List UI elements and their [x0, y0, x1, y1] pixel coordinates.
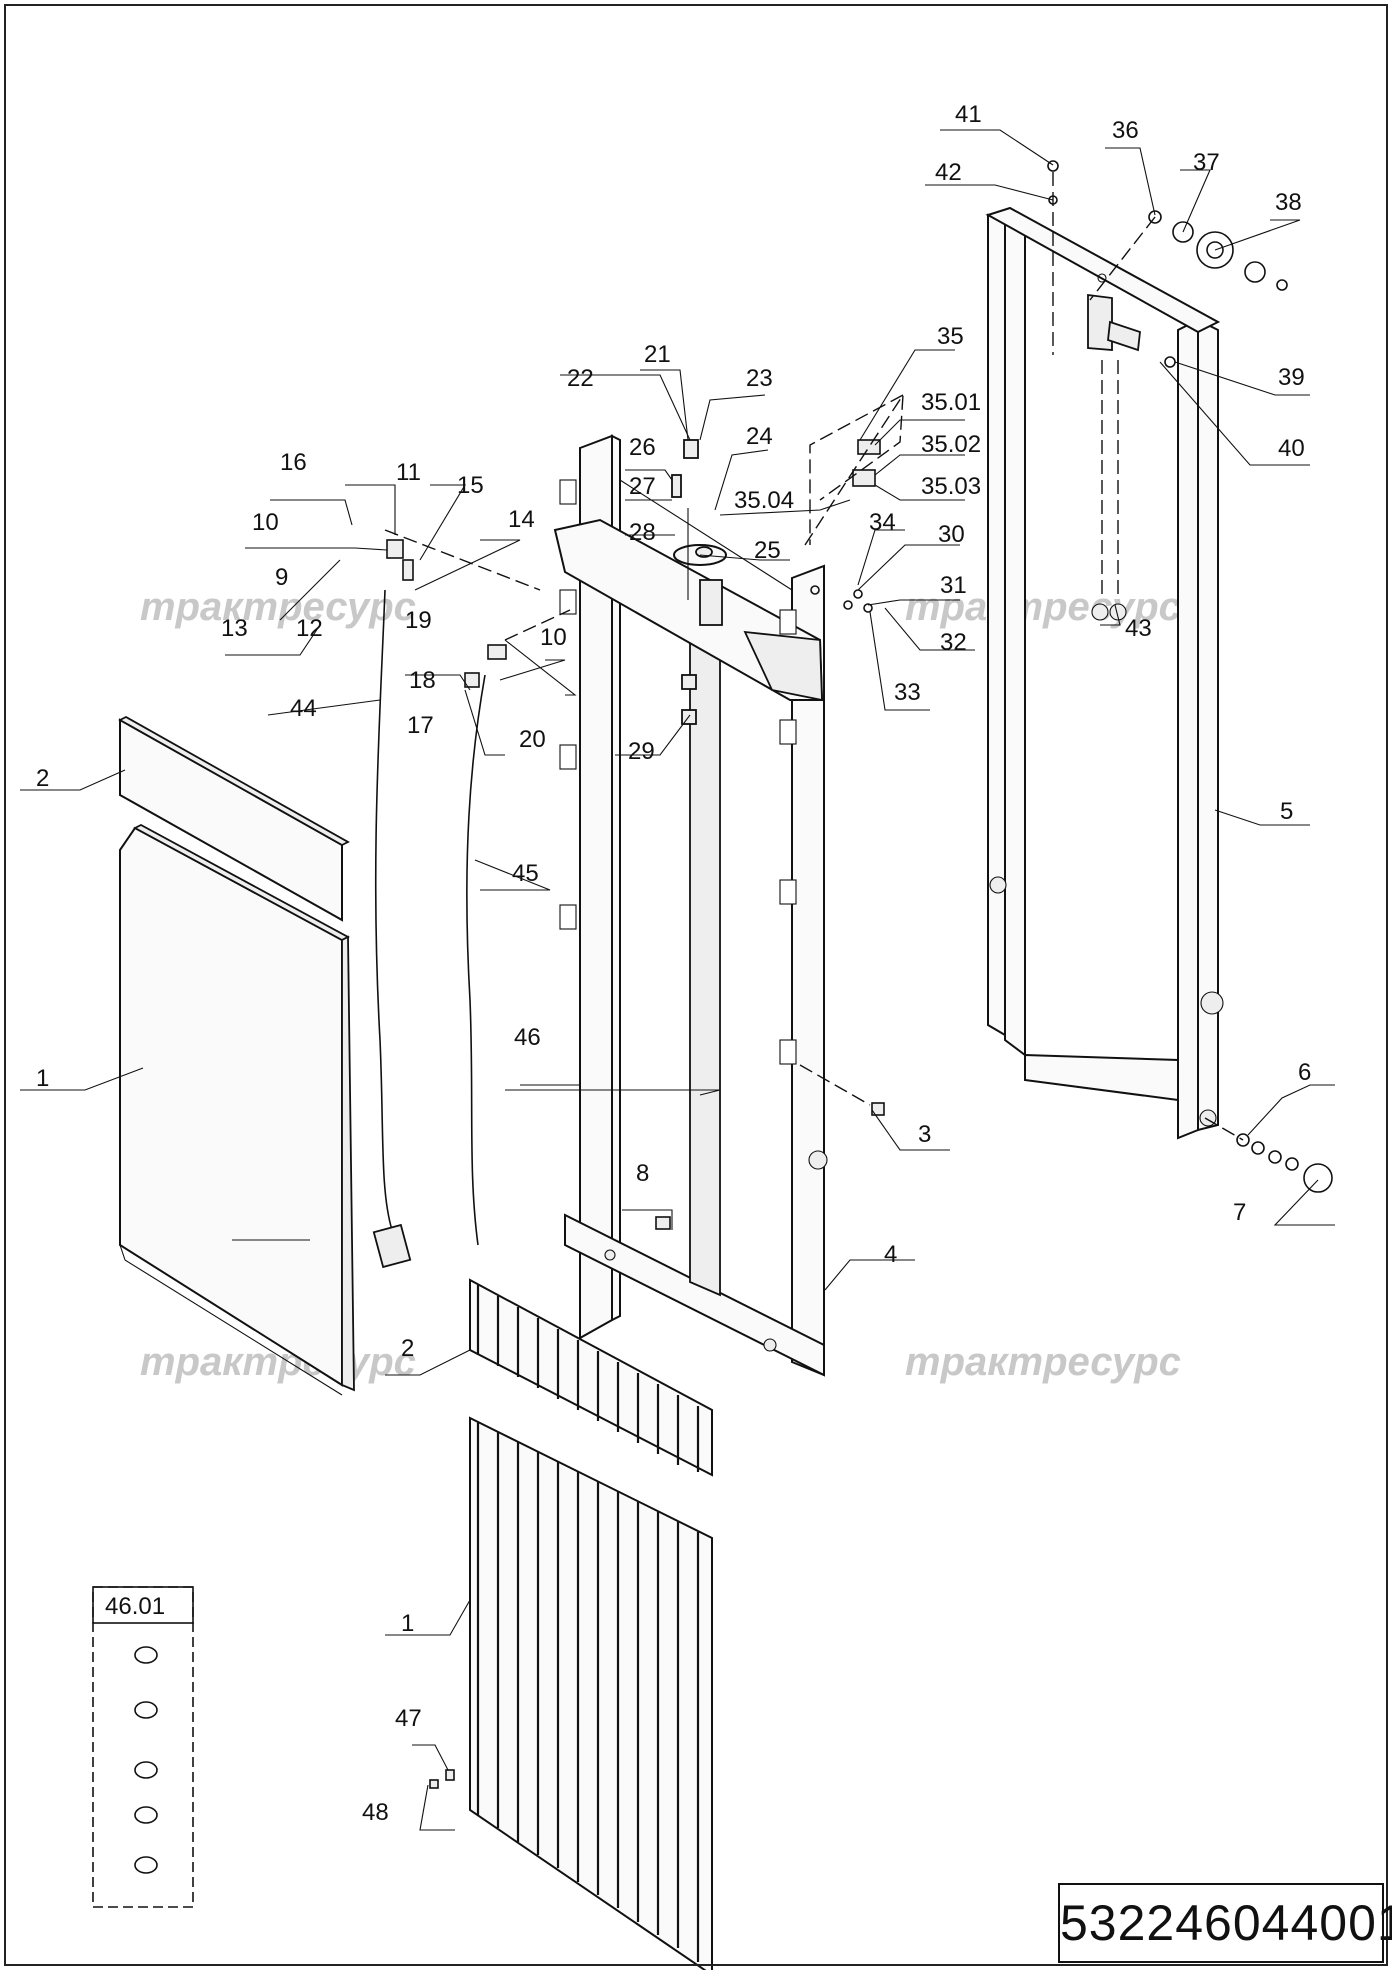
label-9: 9 — [275, 564, 288, 591]
label-11: 11 — [396, 459, 421, 486]
label-36: 36 — [1112, 117, 1139, 144]
watermark-text: трактресурс — [905, 1340, 1181, 1384]
watermark-text: трактресурс — [140, 585, 416, 629]
label-32: 32 — [940, 629, 967, 656]
label-45: 45 — [512, 860, 539, 887]
label-5: 5 — [1280, 798, 1293, 825]
label-35-04: 35.04 — [734, 487, 794, 514]
label-44: 44 — [290, 695, 317, 722]
label-14: 14 — [508, 506, 535, 533]
label-42: 42 — [935, 159, 962, 186]
watermark-text: трактресурс — [905, 585, 1181, 629]
inset-46-01: 46.01 — [92, 1586, 194, 1908]
watermark-group: трактресурс трактресурс трактресурс трак… — [140, 585, 1181, 1384]
mesh-screens — [469, 1278, 713, 1975]
label-16: 16 — [280, 449, 307, 476]
label-22: 22 — [567, 365, 594, 392]
label-28: 28 — [629, 519, 656, 546]
label-15: 15 — [457, 472, 484, 499]
watermark-text: трактресурс — [140, 1340, 416, 1384]
label-31: 31 — [940, 572, 967, 599]
label-47: 47 — [395, 1705, 422, 1732]
outer-mast-frame — [985, 206, 1224, 1140]
label-27: 27 — [629, 473, 656, 500]
label-26: 26 — [629, 434, 656, 461]
label-2: 2 — [36, 765, 49, 792]
label-2: 2 — [401, 1335, 414, 1362]
label-41: 41 — [955, 101, 982, 128]
center-mast-frame — [553, 434, 828, 1377]
label-35-01: 35.01 — [921, 389, 981, 416]
label-39: 39 — [1278, 364, 1305, 391]
label-6: 6 — [1298, 1059, 1311, 1086]
side-panel-assembly — [118, 715, 355, 1396]
document-number: 532246044001 — [1058, 1883, 1392, 1963]
label-10: 10 — [252, 509, 279, 536]
label-35-02: 35.02 — [921, 431, 981, 458]
label-24: 24 — [746, 423, 773, 450]
label-10: 10 — [540, 624, 567, 651]
label-13: 13 — [221, 615, 248, 642]
label-17: 17 — [407, 712, 434, 739]
label-21: 21 — [644, 341, 671, 368]
label-46: 46 — [514, 1024, 541, 1051]
part-number-labels: 1 1 2 2 3 4 5 6 7 8 9 10 10 11 12 13 14 … — [36, 101, 1311, 1826]
label-12: 12 — [296, 615, 323, 642]
label-20: 20 — [519, 726, 546, 753]
label-37: 37 — [1193, 149, 1220, 176]
label-8: 8 — [636, 1160, 649, 1187]
label-34: 34 — [869, 509, 896, 536]
label-43: 43 — [1125, 615, 1152, 642]
small-hardware — [386, 160, 1333, 1789]
label-30: 30 — [938, 521, 965, 548]
label-40: 40 — [1278, 435, 1305, 462]
leader-lines — [20, 129, 1335, 1831]
label-35-03: 35.03 — [921, 473, 981, 500]
label-25: 25 — [754, 537, 781, 564]
label-4: 4 — [884, 1241, 897, 1268]
label-1: 1 — [401, 1610, 414, 1637]
label-38: 38 — [1275, 189, 1302, 216]
label-48: 48 — [362, 1799, 389, 1826]
assembly-dashed-lines — [384, 172, 1244, 1141]
label-3: 3 — [918, 1121, 931, 1148]
inset-label: 46.01 — [105, 1593, 165, 1620]
cable-harness — [372, 589, 486, 1269]
label-19: 19 — [405, 607, 432, 634]
label-29: 29 — [628, 738, 655, 765]
label-7: 7 — [1233, 1199, 1246, 1226]
label-35: 35 — [937, 323, 964, 350]
label-1: 1 — [36, 1065, 49, 1092]
label-18: 18 — [409, 667, 436, 694]
label-33: 33 — [894, 679, 921, 706]
label-23: 23 — [746, 365, 773, 392]
